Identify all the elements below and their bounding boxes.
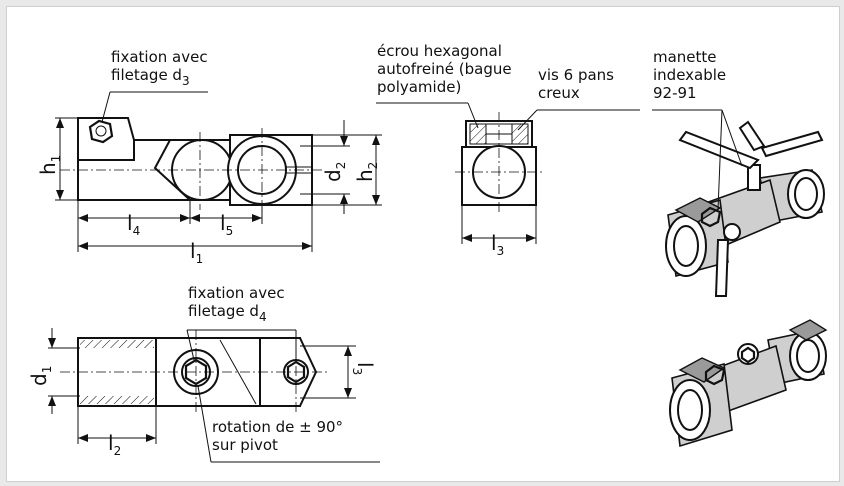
svg-text:l1: l1	[190, 239, 203, 266]
l3-top-label: l	[491, 231, 497, 255]
h1-subscript: 1	[49, 155, 63, 163]
svg-text:indexable: indexable	[653, 66, 726, 84]
label-ecrou: écrou hexagonal autofreiné (bague polyam…	[376, 42, 512, 129]
svg-text:l2: l2	[108, 431, 121, 458]
svg-text:h1: h1	[36, 155, 63, 175]
isometric-view-plain	[669, 319, 828, 448]
dim-l-horizontal: l4 l5 l1	[77, 200, 313, 266]
dim-h2: h2	[312, 134, 382, 206]
svg-text:polyamide): polyamide)	[377, 78, 461, 96]
svg-text:filetage d3: filetage d3	[111, 66, 190, 88]
dim-l3-top: l3	[461, 205, 537, 258]
svg-text:d1: d1	[27, 366, 54, 386]
dim-d2: d2	[300, 120, 350, 214]
hex-nut-top-icon	[88, 119, 114, 144]
svg-text:manette: manette	[653, 48, 717, 66]
svg-text:l3: l3	[491, 231, 504, 258]
svg-text:fixation avec: fixation avec	[111, 48, 208, 66]
svg-text:l3: l3	[350, 362, 377, 375]
h2-label: h	[353, 169, 377, 182]
svg-text:fixation avec: fixation avec	[188, 284, 285, 302]
dim-d1: d1	[27, 328, 80, 414]
svg-text:d2: d2	[321, 162, 348, 182]
isometric-view-with-handle	[665, 120, 825, 297]
svg-text:l4: l4	[127, 211, 140, 238]
dim-h1: h1	[36, 117, 78, 201]
l5-label: l	[220, 211, 226, 235]
svg-text:rotation de ± 90°: rotation de ± 90°	[212, 418, 343, 436]
d2-label: d	[321, 169, 345, 182]
dim-l2: l2	[77, 406, 157, 458]
svg-text:h2: h2	[353, 162, 380, 182]
svg-text:sur pivot: sur pivot	[212, 436, 278, 454]
svg-text:l5: l5	[220, 211, 233, 238]
l2-label: l	[108, 431, 114, 455]
l1-label: l	[190, 239, 196, 263]
l4-label: l	[127, 211, 133, 235]
label-manette: manette indexable 92-91	[652, 48, 743, 211]
h1-label: h	[36, 162, 60, 175]
svg-text:vis 6 pans: vis 6 pans	[538, 66, 614, 84]
label-fixation-d4: fixation avec filetage d4	[186, 284, 297, 362]
svg-text:filetage d4: filetage d4	[188, 302, 267, 324]
label-rotation: rotation de ± 90° sur pivot	[197, 385, 380, 463]
label-fixation-d3: fixation avec filetage d3	[101, 48, 208, 123]
dim-l3-bottom: l3	[300, 345, 377, 399]
top-view	[60, 330, 330, 414]
side-view	[60, 117, 325, 212]
label-vis: vis 6 pans creux	[517, 66, 640, 131]
svg-text:autofreiné (bague: autofreiné (bague	[377, 60, 512, 78]
svg-text:92-91: 92-91	[653, 84, 697, 102]
svg-text:écrou hexagonal: écrou hexagonal	[377, 42, 502, 60]
front-view	[455, 112, 545, 212]
d1-label: d	[27, 373, 51, 386]
svg-text:creux: creux	[538, 84, 580, 102]
l3-bottom-label: l	[353, 362, 377, 368]
